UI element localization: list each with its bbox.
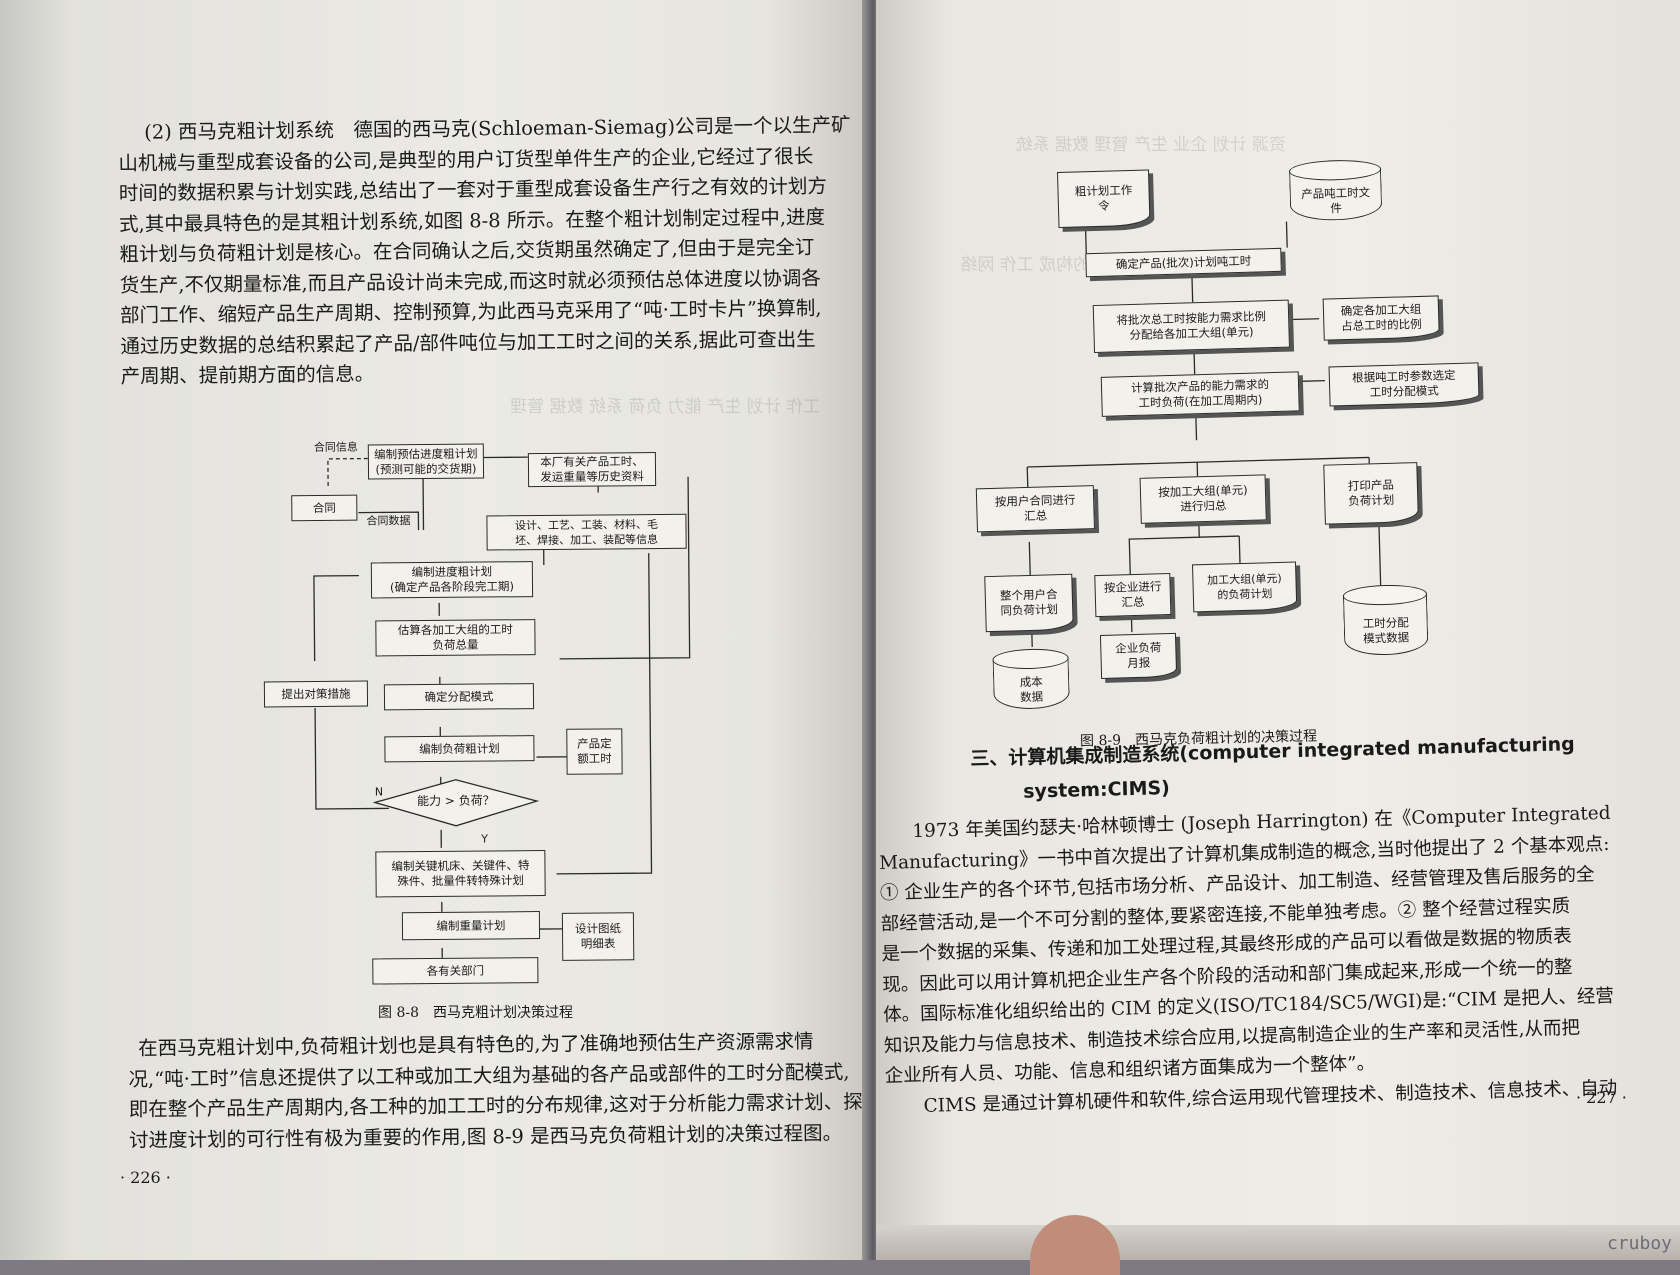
label-yes: Y bbox=[481, 832, 488, 845]
watermark: cruboy bbox=[1607, 1233, 1672, 1254]
box-quota-hours: 产品定 额工时 bbox=[566, 728, 622, 774]
box-key-machines-plan: 编制关键机床、关键件、特 殊件、批量件转特殊计划 bbox=[375, 850, 545, 897]
box-departments: 各有关部门 bbox=[372, 957, 538, 984]
page-bottom-shadow bbox=[876, 1225, 1680, 1260]
box-preliminary-schedule: 编制预估进度粗计划 (预测可能的交货期) bbox=[368, 444, 484, 480]
body-paragraph: 在西马克粗计划中,负荷粗计划也是具有特色的,为了准确地预估生产资源需求情况,“吨… bbox=[128, 1026, 849, 1156]
box-calc-capacity-load: 计算批次产品的能力需求的 工时负荷(在加工周期内) bbox=[1101, 371, 1300, 417]
box-contract: 合同 bbox=[291, 495, 357, 522]
box-historical-data: 本厂有关产品工时、 发运重量等历史资料 bbox=[528, 452, 656, 487]
doc-group-load-plan: 加工大组(单元) 的负荷计划 bbox=[1192, 561, 1297, 612]
doc-user-load-plan: 整个用户合 同负荷计划 bbox=[984, 574, 1074, 632]
box-distribute-hours: 将批次总工时按能力需求比例 分配给各加工大组(单元) bbox=[1093, 300, 1290, 353]
label-contract-info: 合同信息 bbox=[314, 441, 358, 454]
box-load-plan: 编制负荷粗计划 bbox=[384, 735, 534, 762]
box-progress-plan: 编制进度粗计划 (确定产品各阶段完工期) bbox=[371, 561, 533, 598]
box-allocation-mode: 确定分配模式 bbox=[384, 683, 534, 710]
box-estimate-load: 估算各加工大组的工时 负荷总量 bbox=[375, 619, 535, 656]
db-cost-data: 成本 数据 bbox=[993, 658, 1070, 710]
right-page: 资源 计划 企业 生产 管理 数据 系统 1. CIMS 的构成 工作 网络 粗… bbox=[876, 0, 1680, 1260]
doc-monthly-report: 企业负荷 月报 bbox=[1100, 633, 1177, 679]
label-no: N bbox=[375, 785, 383, 798]
db-ton-hours-file-label: 产品吨工时文 件 bbox=[1301, 185, 1371, 217]
label-contract-data: 合同数据 bbox=[366, 514, 410, 527]
left-page: 工作 计划 生产 能力 负荷 系统 数据 管理 (2) 西马克粗计划系统 德国的… bbox=[0, 0, 870, 1260]
doc-group-ratio: 确定各加工大组 占总工时的比例 bbox=[1323, 295, 1440, 340]
db-ton-hours-file: 产品吨工时文 件 bbox=[1289, 169, 1382, 222]
doc-select-mode: 根据吨工时参数选定 工时分配模式 bbox=[1329, 362, 1480, 406]
box-design-info: 设计、工艺、工装、材料、毛 坯、焊接、加工、装配等信息 bbox=[486, 514, 686, 551]
db-mode-data-label: 工时分配 模式数据 bbox=[1363, 615, 1410, 646]
doc-print-load-plan: 打印产品 负荷计划 bbox=[1323, 462, 1419, 525]
page-number-right: · 227 · bbox=[1576, 1088, 1627, 1107]
box-design-drawings: 设计图纸 明细表 bbox=[562, 912, 634, 961]
diamond-capacity-vs-load: 能力 > 负荷？ bbox=[385, 791, 527, 809]
page-number-left: · 226 · bbox=[120, 1168, 171, 1187]
figure-8-8-caption: 图 8-8 西马克粗计划决策过程 bbox=[378, 1002, 573, 1022]
box-by-contract: 按用户合同进行 汇总 bbox=[976, 485, 1095, 532]
db-mode-data: 工时分配 模式数据 bbox=[1343, 594, 1429, 656]
doc-rough-plan-order: 粗计划工作 令 bbox=[1057, 169, 1151, 228]
box-by-group: 按加工大组(单元) 进行归总 bbox=[1140, 474, 1267, 524]
box-by-enterprise: 按企业进行 汇总 bbox=[1094, 573, 1171, 617]
box-weight-plan: 编制重量计划 bbox=[402, 911, 540, 940]
cims-paragraph: 1973 年美国约瑟夫·哈林顿博士 (Joseph Harrington) 在《… bbox=[878, 797, 1676, 1123]
box-countermeasures: 提出对策措施 bbox=[264, 681, 368, 708]
db-cost-data-label: 成本 数据 bbox=[1020, 674, 1044, 705]
